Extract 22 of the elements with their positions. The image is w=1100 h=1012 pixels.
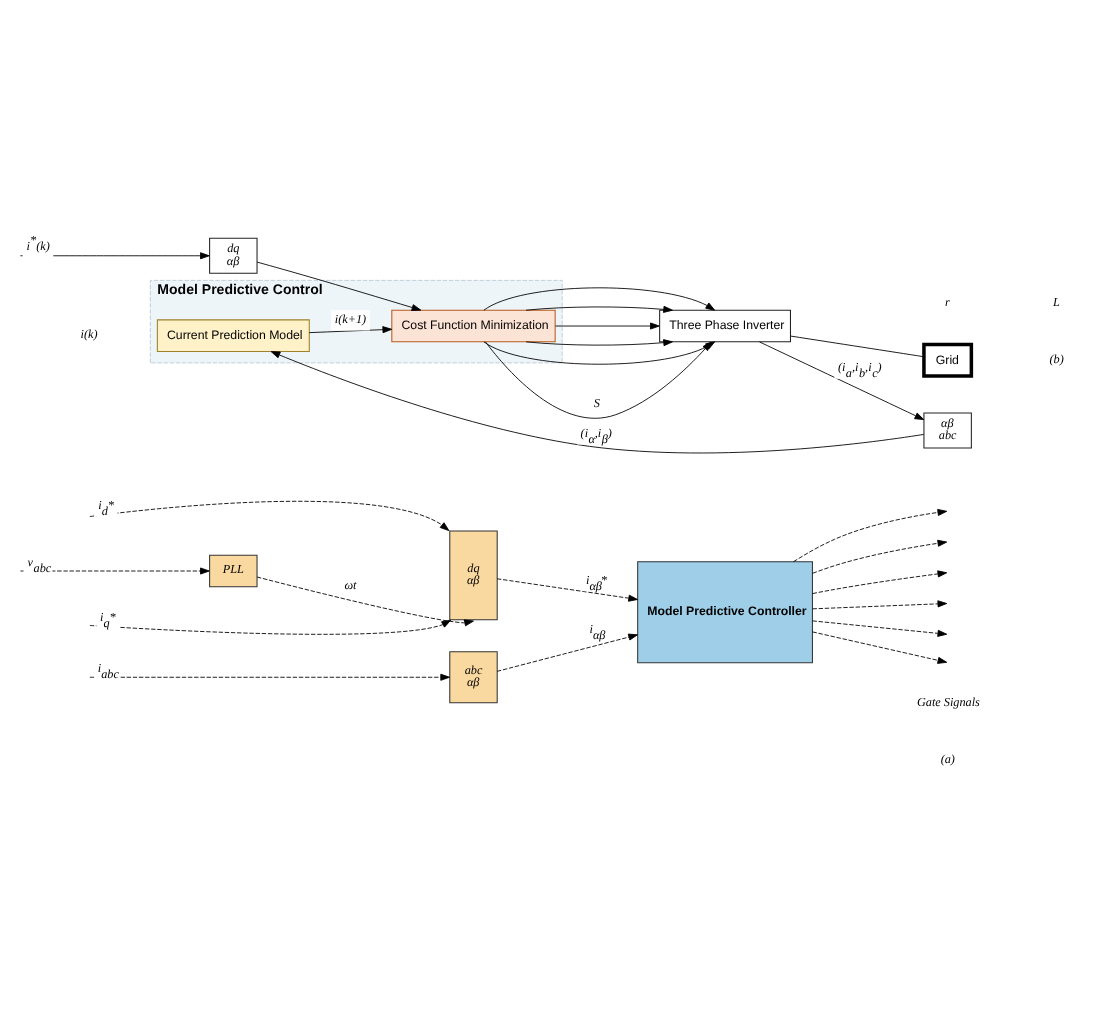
arrow — [812, 538, 948, 573]
arrow — [525, 304, 673, 312]
arrow — [793, 507, 948, 562]
arrow — [20, 251, 210, 259]
connector — [790, 334, 925, 357]
arrow — [89, 500, 450, 531]
arrow — [20, 566, 210, 574]
arrow — [812, 569, 948, 593]
arrow — [525, 338, 673, 346]
arrow — [256, 260, 422, 310]
arrow — [812, 630, 948, 663]
arrow — [89, 618, 452, 634]
arrow — [555, 321, 660, 329]
arrow — [308, 325, 393, 333]
arrow — [496, 632, 638, 671]
arrow — [270, 350, 925, 453]
arrow — [483, 286, 716, 310]
arrow — [812, 599, 948, 609]
arrow — [496, 577, 638, 601]
arrow — [759, 340, 925, 420]
arrow — [89, 672, 450, 680]
arrow — [812, 619, 948, 636]
